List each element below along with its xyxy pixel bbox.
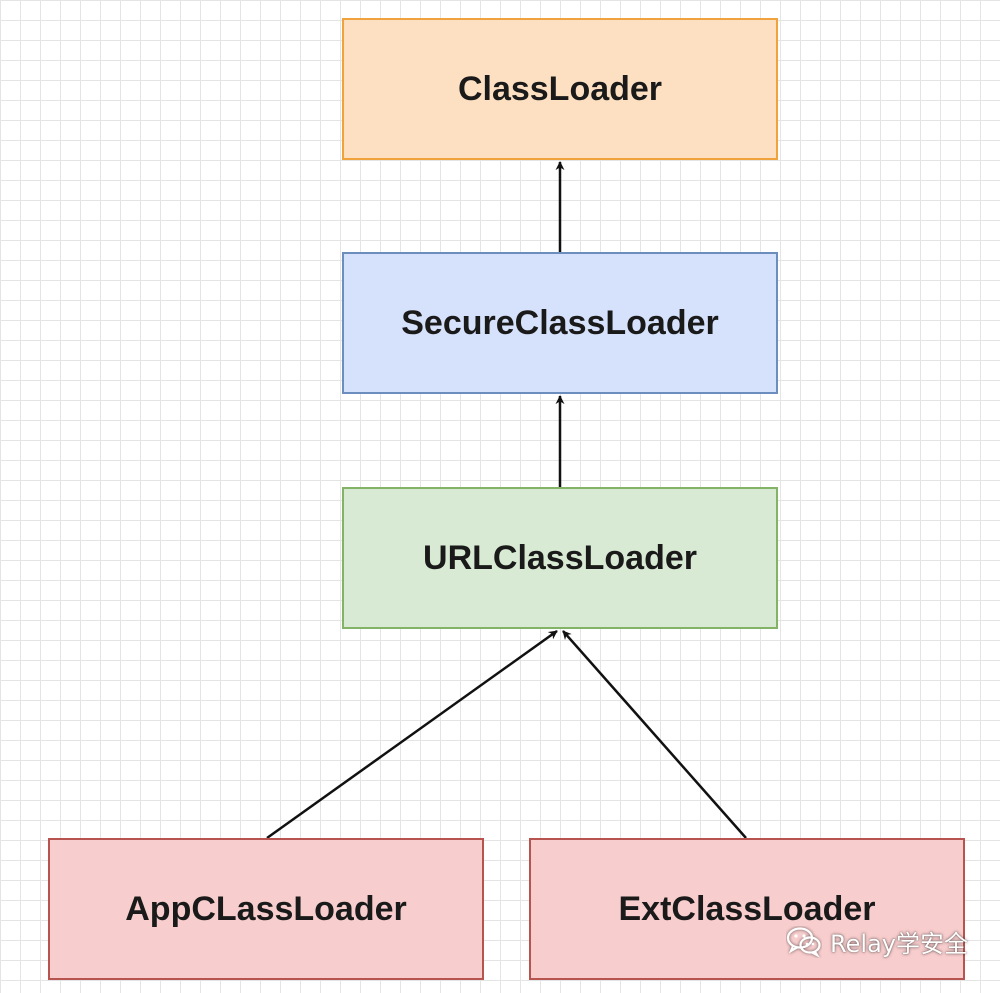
secure-classloader-node[interactable]: SecureClassLoader	[342, 252, 778, 394]
url-classloader-label: URLClassLoader	[423, 538, 697, 577]
classloader-label: ClassLoader	[457, 69, 663, 108]
ext-classloader-label: ExtClassLoader	[618, 889, 876, 928]
classloader-node[interactable]: ClassLoader	[342, 18, 778, 160]
watermark-text: Relay学安全	[830, 930, 968, 958]
edge-ext-to-url	[562, 630, 747, 839]
url-classloader-node[interactable]: URLClassLoader	[342, 487, 778, 629]
app-classloader-node[interactable]: AppCLassLoader	[48, 838, 484, 980]
edge-app-to-url	[266, 629, 558, 840]
secure-classloader-label: SecureClassLoader	[401, 303, 719, 342]
ext-classloader-node[interactable]: ExtClassLoader	[529, 838, 965, 980]
wechat-icon	[786, 926, 822, 958]
app-classloader-label: AppCLassLoader	[125, 889, 407, 928]
watermark: Relay学安全	[786, 924, 968, 959]
